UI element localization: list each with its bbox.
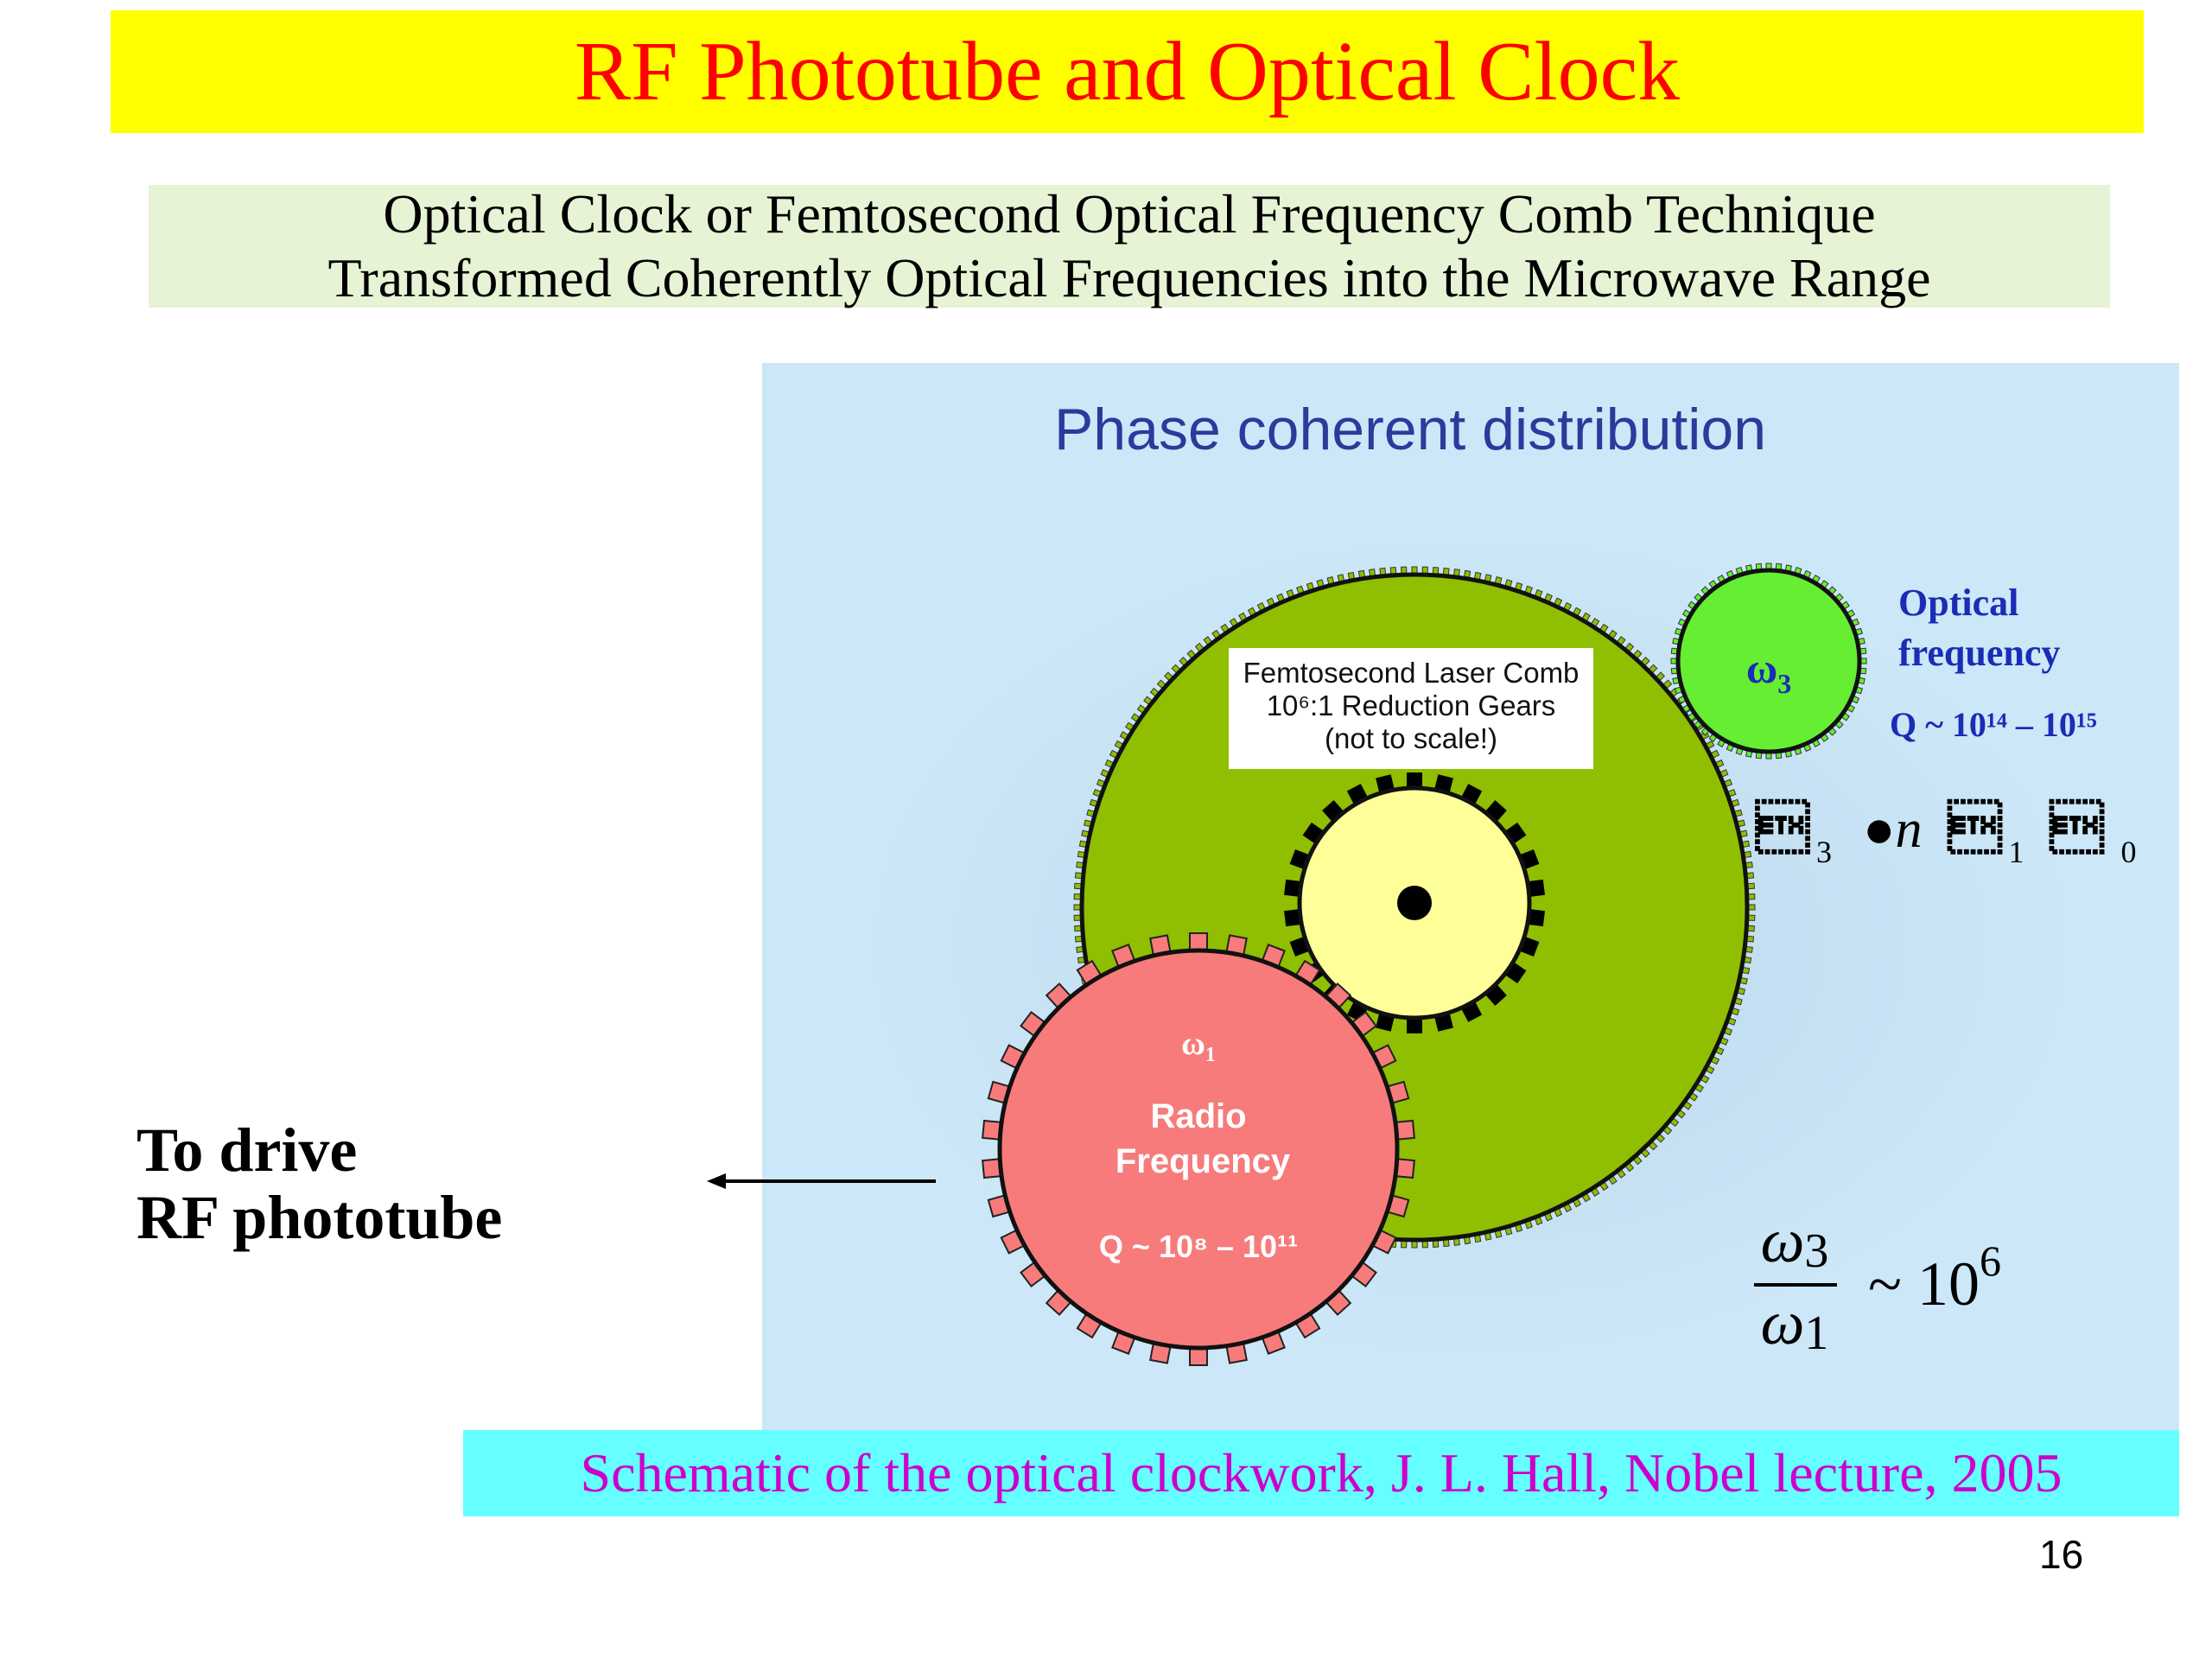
comb-label-line-1: Femtosecond Laser Comb: [1243, 657, 1580, 689]
comb-label-box: [1229, 648, 1593, 769]
optical-label-line-2: frequency: [1898, 632, 2060, 674]
subtitle-box: Optical Clock or Femtosecond Optical Fre…: [149, 183, 2110, 308]
rf-q-label: Q ~ 10⁸ – 10¹¹: [1099, 1229, 1298, 1264]
diagram-panel: Phase coherent distribution Femtosecond …: [762, 363, 2179, 1430]
caption: Schematic of the optical clockwork, J. L…: [580, 1442, 2063, 1503]
drive-label-line-1: To drive: [137, 1116, 358, 1185]
rf-label-line-2: Frequency: [1116, 1142, 1291, 1180]
title-bar: RF Phototube and Optical Clock: [111, 10, 2144, 133]
optical-gear-symbol: ω3: [1746, 644, 1792, 699]
page-number: 16: [2039, 1532, 2084, 1577]
diagram-heading: Phase coherent distribution: [1054, 397, 1766, 462]
optical-q-label: Q ~ 10¹⁴ – 10¹⁵: [1890, 705, 2097, 744]
slide-title: RF Phototube and Optical Clock: [574, 25, 1681, 118]
frequency-relation: 3●n10: [1755, 798, 2136, 869]
subtitle-line-2: Transformed Coherently Optical Frequenci…: [327, 247, 1931, 308]
caption-box: Schematic of the optical clockwork, J. L…: [463, 1430, 2179, 1516]
rf-gear-symbol: ω1: [1181, 1026, 1216, 1066]
ratio-value: ~ 106: [1868, 1236, 2001, 1319]
drive-label-line-2: RF phototube: [137, 1183, 503, 1252]
subtitle-line-1: Optical Clock or Femtosecond Optical Fre…: [383, 183, 1876, 245]
small-gear-axle: [1397, 886, 1432, 920]
ratio-denominator: ω1: [1761, 1288, 1829, 1360]
left-arrow-icon: [707, 1173, 936, 1189]
gear-diagram: Phase coherent distribution Femtosecond …: [866, 397, 2136, 1366]
drive-label: To drive RF phototube: [137, 1116, 502, 1251]
rf-label-line-1: Radio: [1150, 1097, 1246, 1135]
rf-gear: [997, 948, 1400, 1351]
ratio-numerator: ω3: [1761, 1206, 1829, 1278]
optical-gear: [1675, 568, 1862, 754]
optical-label-line-1: Optical: [1898, 582, 2018, 624]
comb-label-line-2: 10⁶:1 Reduction Gears: [1267, 690, 1556, 721]
comb-label-line-3: (not to scale!): [1325, 722, 1497, 754]
